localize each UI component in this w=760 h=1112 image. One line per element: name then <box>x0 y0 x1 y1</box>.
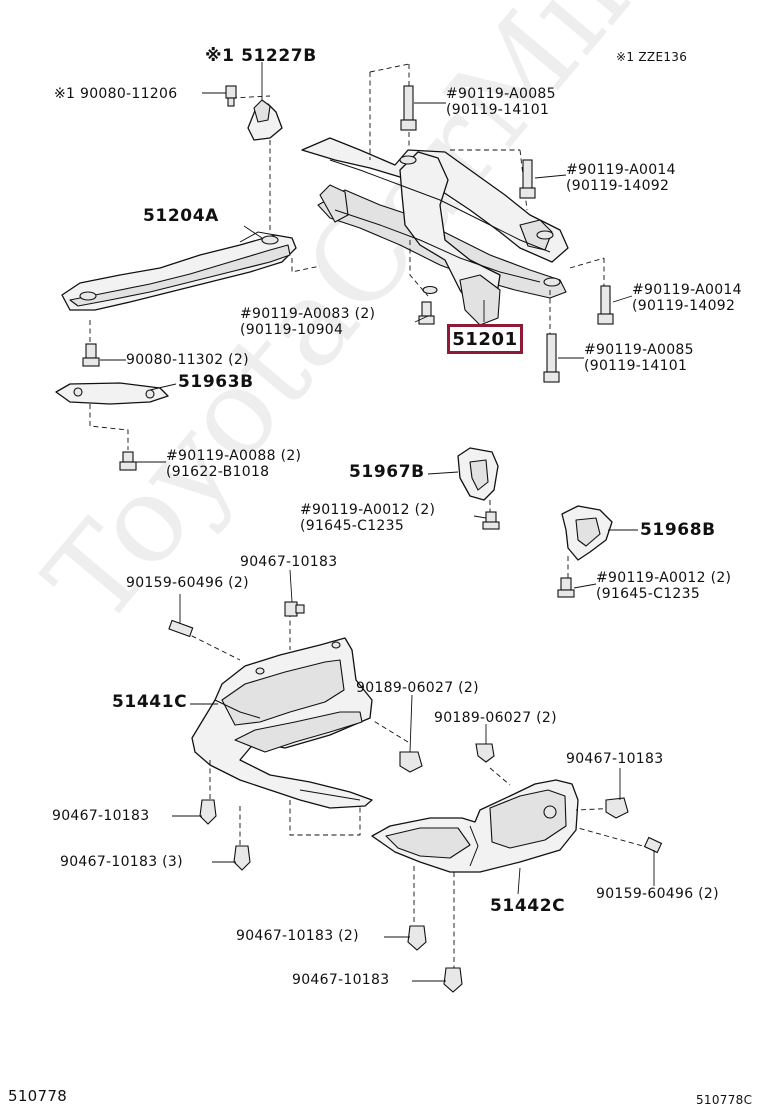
part-label-90159-60496-right[interactable]: 90159-60496 (2) <box>596 886 719 902</box>
part-label-51442c[interactable]: 51442C <box>490 896 566 916</box>
part-label-90119-a0014[interactable]: #90119-A0014 (90119-14092 <box>566 162 676 194</box>
part-label-90467-10183-qty2[interactable]: 90467-10183 (2) <box>236 928 359 944</box>
highlighted-part-51201[interactable]: 51201 <box>447 324 523 354</box>
plate-51963b <box>55 382 169 405</box>
part-label-90467-10183-right[interactable]: 90467-10183 <box>566 751 664 767</box>
engine-under-cover-51441c <box>191 637 373 809</box>
bracket-51227b <box>247 99 283 141</box>
part-label-90159-60496-left[interactable]: 90159-60496 (2) <box>126 575 249 591</box>
part-label-51968b[interactable]: 51968B <box>640 520 716 540</box>
part-label-90119-a0012[interactable]: #90119-A0012 (2) (91645-C1235 <box>300 502 436 534</box>
assembly-lines <box>89 63 651 968</box>
front-crossmember-51201 <box>301 137 569 326</box>
leader-lines <box>100 62 655 982</box>
bracket-51967b <box>457 447 499 501</box>
diagram-ref-code: 510778C <box>696 1093 753 1107</box>
part-label-90189-06027-a[interactable]: 90189-06027 (2) <box>356 680 479 696</box>
part-label-90080-11302[interactable]: 90080-11302 (2) <box>126 352 249 368</box>
part-label-51227b[interactable]: ※1 51227B <box>205 46 317 66</box>
part-label-51967b[interactable]: 51967B <box>349 462 425 482</box>
part-label-90119-a0085-right[interactable]: #90119-A0085 (90119-14101 <box>584 342 694 374</box>
suspension-member-51204a <box>61 231 297 311</box>
part-label-90467-10183-left[interactable]: 90467-10183 <box>52 808 150 824</box>
engine-under-cover-51442c <box>371 779 579 873</box>
part-label-90119-a0012-right[interactable]: #90119-A0012 (2) (91645-C1235 <box>596 570 732 602</box>
part-label-51963b[interactable]: 51963B <box>178 372 254 392</box>
model-note: ※1 ZZE136 <box>616 50 688 64</box>
part-label-90189-06027-b[interactable]: 90189-06027 (2) <box>434 710 557 726</box>
diagram-number: 510778 <box>8 1087 68 1105</box>
part-label-51204a[interactable]: 51204A <box>143 206 219 226</box>
part-label-51441c[interactable]: 51441C <box>112 692 188 712</box>
fasteners <box>82 85 663 993</box>
part-label-90119-a0085-top[interactable]: #90119-A0085 (90119-14101 <box>446 86 556 118</box>
part-label-90080-11206[interactable]: ※1 90080-11206 <box>54 86 178 102</box>
part-label-90119-a0083[interactable]: #90119-A0083 (2) (90119-10904 <box>240 306 376 338</box>
part-label-90467-10183-qty3[interactable]: 90467-10183 (3) <box>60 854 183 870</box>
part-label-90119-a0014-right[interactable]: #90119-A0014 (90119-14092 <box>632 282 742 314</box>
part-label-90467-10183-top[interactable]: 90467-10183 <box>240 554 338 570</box>
part-label-90119-a0088[interactable]: #90119-A0088 (2) (91622-B1018 <box>166 448 302 480</box>
bracket-51968b <box>561 505 613 561</box>
part-label-90467-10183-bottom[interactable]: 90467-10183 <box>292 972 390 988</box>
